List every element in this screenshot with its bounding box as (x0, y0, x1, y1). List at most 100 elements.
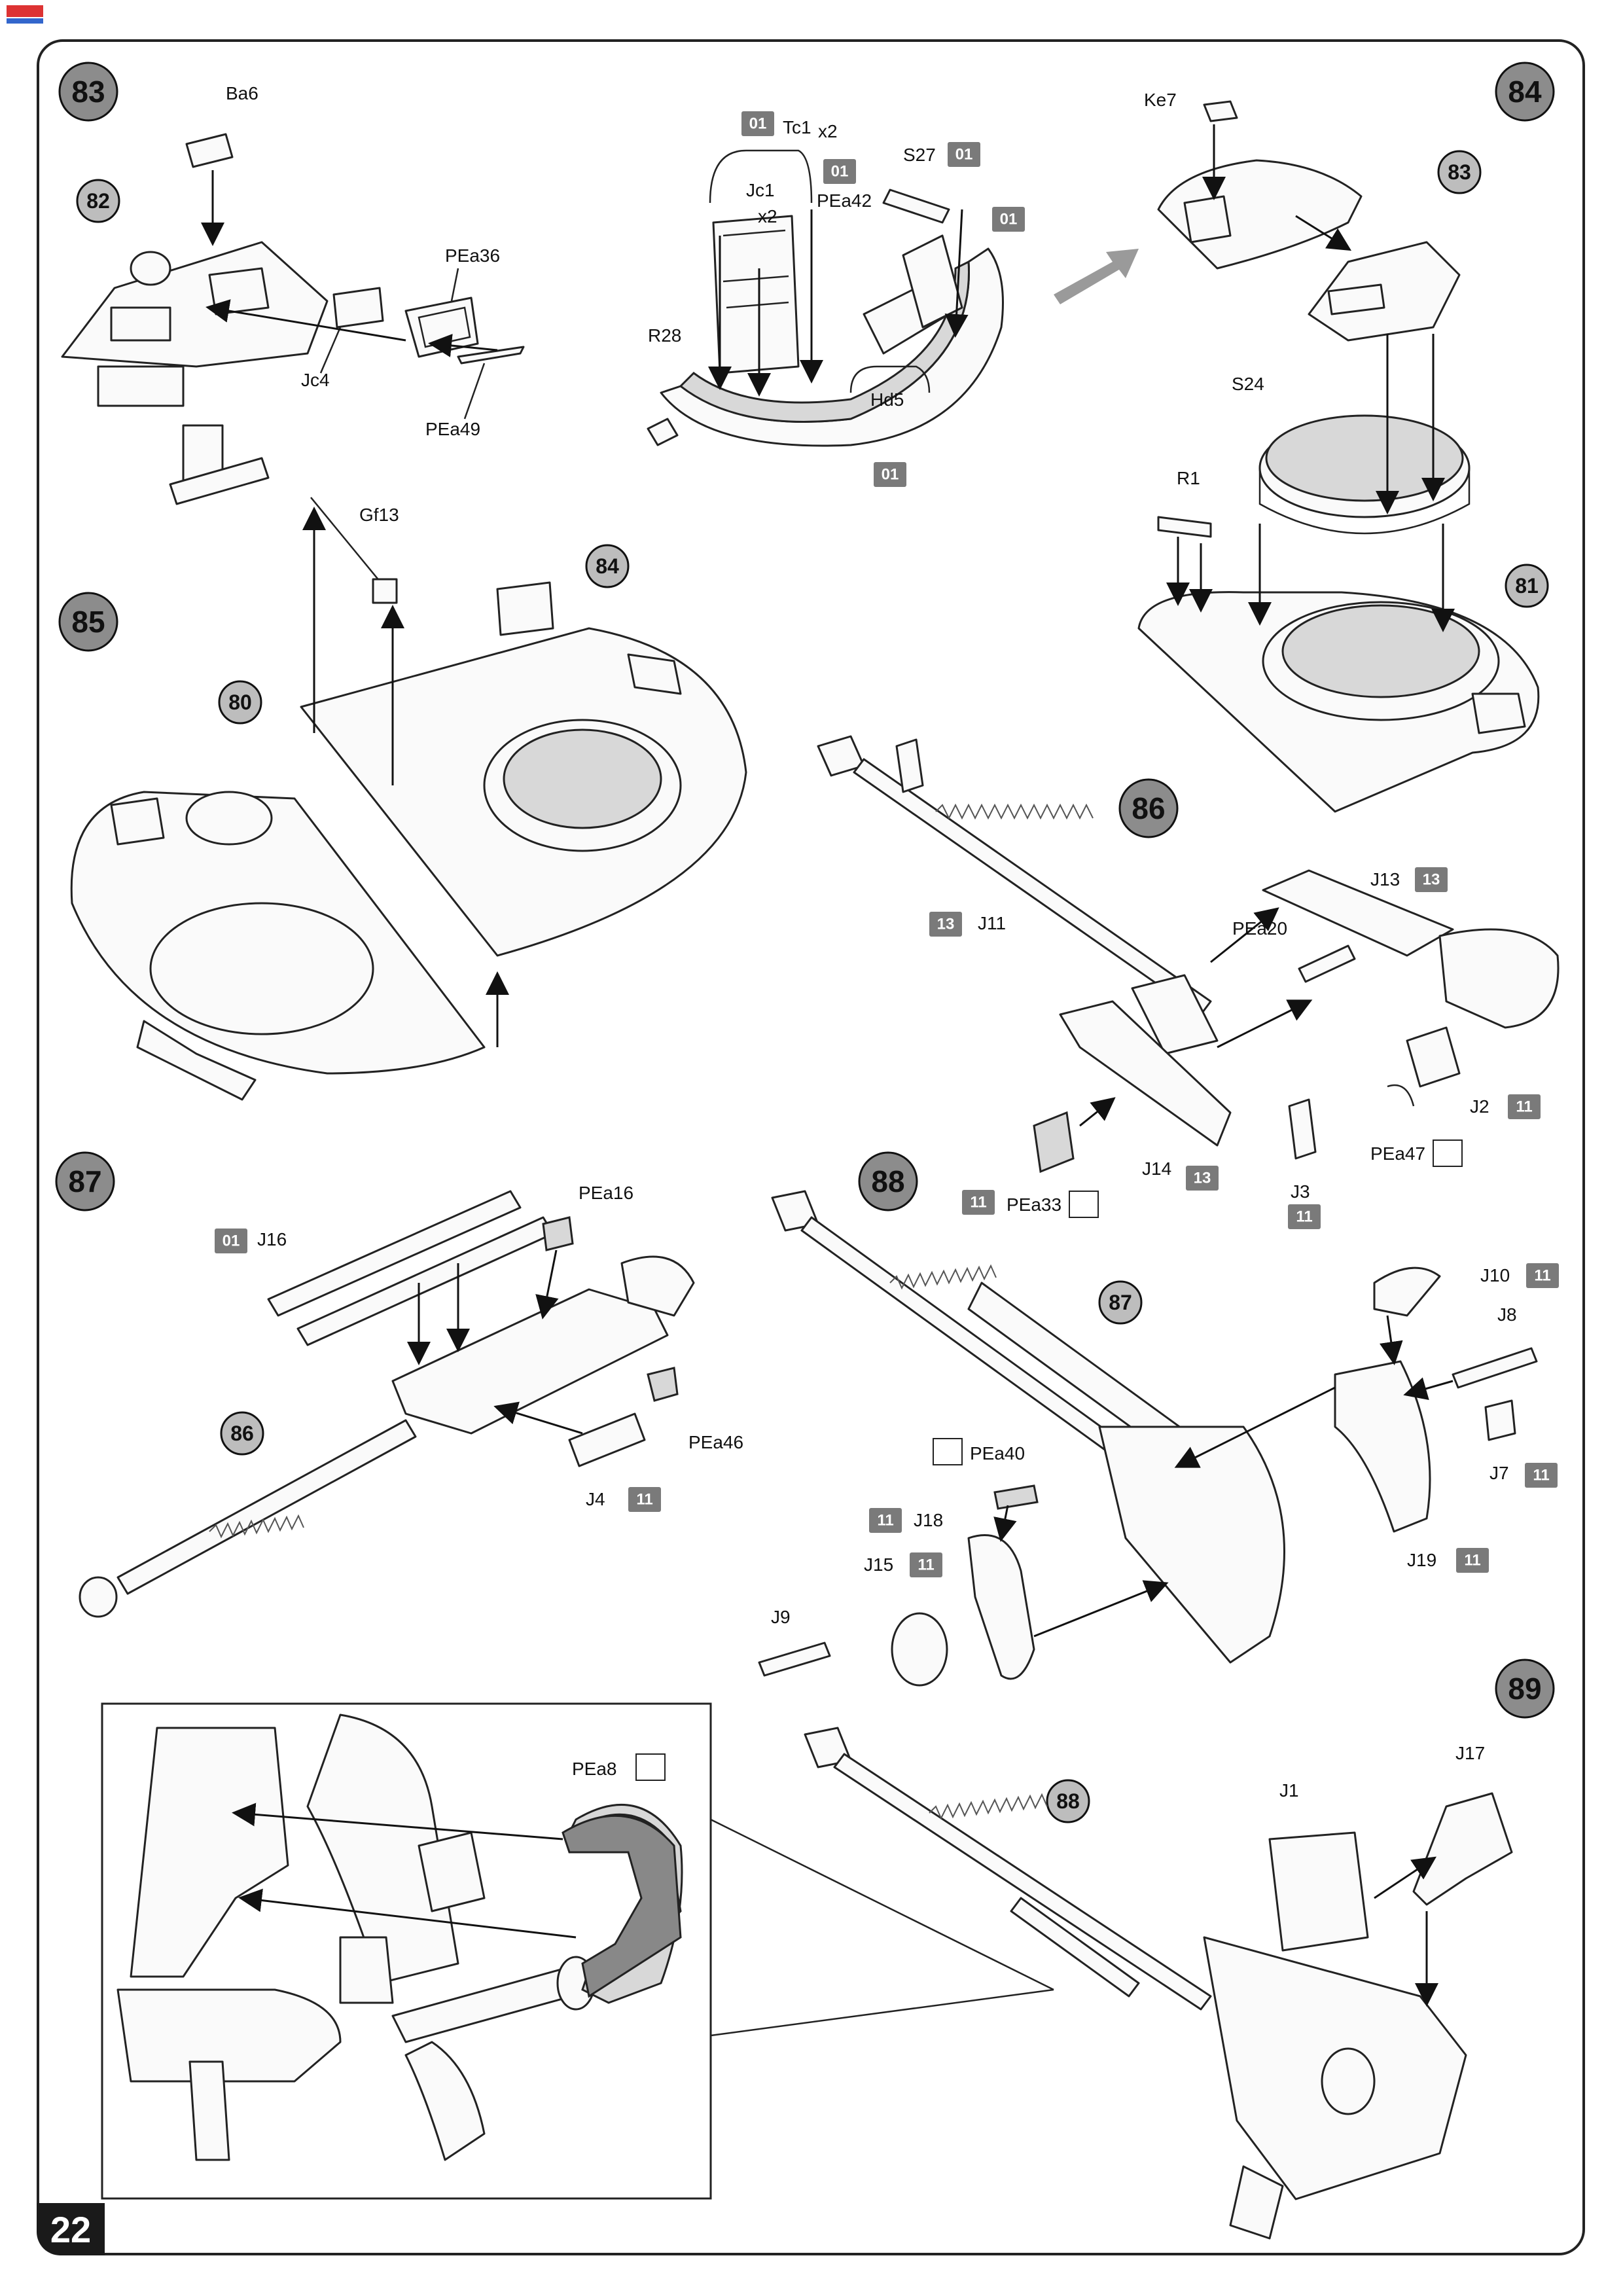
part-gf13-bracket (372, 578, 398, 604)
label-j1: J1 (1279, 1780, 1299, 1801)
turret-lower-box (97, 365, 185, 407)
label-j15: J15 (864, 1554, 893, 1575)
part-j4-shape (568, 1412, 646, 1467)
part-tc1-handle (709, 149, 813, 204)
label-j11: J11 (978, 913, 1006, 933)
part-j2-shape (1406, 1026, 1461, 1088)
badge-j18-sprue: 11 (877, 1512, 893, 1530)
gun-handle-89 (1229, 2165, 1284, 2240)
label-j17: J17 (1455, 1743, 1485, 1763)
part-s27-lever (882, 188, 950, 224)
ref-82-number: 82 (86, 189, 110, 213)
label-pea46: PEa46 (688, 1432, 743, 1452)
label-j16: J16 (257, 1229, 287, 1249)
inset-bracket-lower (339, 1936, 394, 2004)
part-pea46-shape (647, 1367, 679, 1402)
inset-stand (188, 2060, 230, 2161)
step-88-group: 88 87 J10 11 J19 11 J8 J7 11 PEa40 (758, 1151, 1559, 1687)
part-pea20-shape (1298, 944, 1356, 983)
badge-pea33-sprue: 11 (970, 1194, 986, 1211)
hatch-small-block (1183, 195, 1232, 243)
ref-81-number: 81 (1515, 574, 1539, 598)
label-j9: J9 (771, 1607, 791, 1627)
label-s24: S24 (1232, 374, 1264, 394)
turret-half-body (61, 241, 329, 368)
step-87-marker (55, 1151, 115, 1211)
label-ke7: Ke7 (1144, 90, 1177, 110)
badge-jc1-x2: x2 (758, 206, 777, 226)
label-j8: J8 (1497, 1304, 1517, 1325)
part-j10-shape (1373, 1266, 1441, 1317)
step-85-marker (58, 592, 118, 652)
label-j4: J4 (586, 1489, 605, 1509)
inset-breech (116, 1988, 342, 2083)
badge-j14-sprue: 13 (1194, 1170, 1211, 1187)
badge-j16-sprue: 01 (223, 1232, 240, 1250)
part-jc1-box (712, 215, 800, 374)
inset-handle (404, 2041, 486, 2161)
part-hd5-handle (849, 365, 931, 393)
vision-block-mount (208, 267, 270, 315)
gun-elevation-quadrant (1438, 928, 1560, 1029)
label-j10: J10 (1480, 1265, 1510, 1285)
hull-left-grill (185, 791, 273, 846)
label-j19: J19 (1407, 1550, 1436, 1570)
badge-j2-sprue: 11 (1516, 1098, 1532, 1116)
hatch-ring-subassembly: 01 Tc1 x2 Jc1 x2 01 PEa42 S27 01 01 R28 … (647, 111, 1025, 487)
ref-84-number: 84 (596, 554, 619, 578)
step-89-marker (1495, 1659, 1555, 1719)
badge-s27-sprue: 01 (955, 146, 973, 164)
gun-barrel-87 (116, 1419, 417, 1595)
badge-j7-sprue: 11 (1533, 1467, 1549, 1484)
badge-ring-sprue: 01 (1000, 211, 1018, 228)
badge-j3-sprue: 11 (1296, 1208, 1312, 1226)
label-pea49: PEa49 (425, 419, 480, 439)
part-j1-panel (1268, 1831, 1369, 1952)
step-84-group: 84 Ke7 83 S24 R1 81 (1137, 62, 1555, 813)
gun-carriage-88 (1098, 1426, 1285, 1664)
part-pea33-shape (1033, 1111, 1075, 1174)
step-85-number: 85 (71, 605, 105, 639)
hull-right-cupola (627, 653, 682, 695)
label-pea40: PEa40 (970, 1443, 1025, 1463)
badge-pea42-sprue: 01 (831, 163, 849, 181)
ref-88-marker (1046, 1779, 1090, 1823)
detail-inset-pea8: PEa8 (101, 1702, 1054, 2200)
badge-tc1-sprue: 01 (749, 115, 767, 133)
step-83-group: 83 82 Ba6 Jc4 PEa36 PEa49 (58, 62, 525, 505)
part-r1-plate (1157, 516, 1212, 538)
label-j3: J3 (1291, 1181, 1310, 1202)
ref-82-marker (76, 179, 120, 223)
part-pea47-shape (1387, 1084, 1415, 1107)
turret-handle-bar (169, 457, 270, 505)
ref-87-marker (1098, 1280, 1143, 1325)
hull-ring-inner (1281, 604, 1480, 698)
step-86-number: 86 (1132, 791, 1165, 825)
label-pea16: PEa16 (579, 1183, 633, 1203)
ref-83-marker (1437, 150, 1482, 194)
hull-left-tow-bar (136, 1020, 257, 1101)
ref-81-marker (1505, 564, 1549, 608)
part-j16-cylinder-upper (267, 1190, 522, 1317)
badge-j13-sprue: 13 (1423, 871, 1440, 889)
gun-handwheel-89 (1321, 2047, 1376, 2115)
label-s27: S27 (903, 145, 936, 165)
inset-gun-body (130, 1727, 289, 1978)
ref-88-number: 88 (1056, 1789, 1080, 1813)
hull-left-hatch (110, 797, 165, 846)
brand-logo-icon (7, 5, 43, 24)
page-frame (37, 39, 1585, 2255)
hull-left-ring (149, 902, 374, 1035)
badge-j10-sprue: 11 (1534, 1267, 1550, 1285)
pe-part-icon (635, 1753, 666, 1781)
label-j2: J2 (1470, 1096, 1489, 1117)
label-r1: R1 (1177, 468, 1200, 488)
pe-part-icon (1069, 1191, 1099, 1218)
gun-muzzle-87 (79, 1576, 118, 1618)
label-jc4: Jc4 (301, 370, 330, 390)
step-84-number: 84 (1508, 75, 1542, 109)
part-j14-cradle (1059, 1000, 1232, 1147)
step-89-group: 89 88 J1 J17 (804, 1659, 1555, 2240)
label-pea33: PEa33 (1007, 1194, 1061, 1215)
